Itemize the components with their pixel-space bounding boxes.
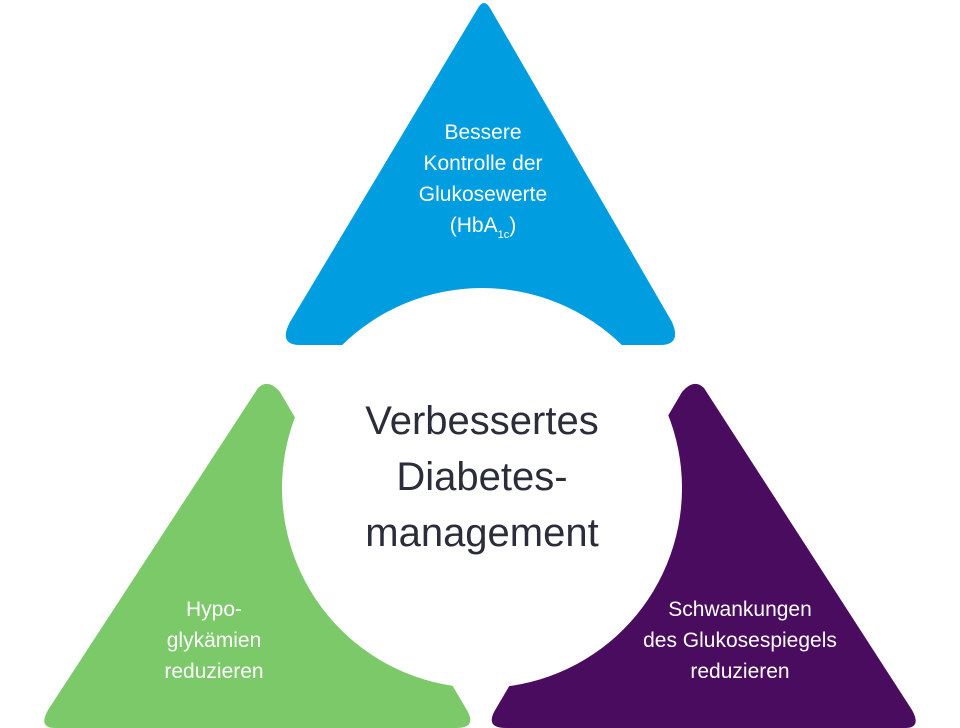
hba-subscript: 1c bbox=[497, 229, 510, 241]
top-triangle bbox=[285, 3, 676, 345]
left-triangle-label: Hypo- glykämien reduzieren bbox=[114, 594, 314, 687]
hba-suffix: ) bbox=[509, 214, 517, 237]
top-label-line-2: Kontrolle der bbox=[423, 152, 543, 175]
top-label-line-4: (HbA1c) bbox=[383, 210, 583, 251]
right-label-line-2: des Glukosespiegels bbox=[643, 629, 837, 652]
top-triangle-label: Bessere Kontrolle der Glukosewerte (HbA1… bbox=[383, 117, 583, 251]
top-label-line-1: Bessere bbox=[444, 121, 522, 144]
top-label-line-3: Glukosewerte bbox=[418, 183, 548, 206]
right-triangle-label: Schwankungen des Glukosespiegels reduzie… bbox=[620, 594, 860, 687]
right-label-line-1: Schwankungen bbox=[668, 598, 812, 621]
center-title-line-2: Diabetes- bbox=[396, 455, 568, 499]
left-label-line-2: glykämien bbox=[166, 629, 262, 652]
left-label-line-1: Hypo- bbox=[185, 598, 243, 621]
hba-prefix: (HbA bbox=[449, 214, 498, 237]
left-triangle bbox=[44, 383, 471, 728]
center-title: Verbessertes Diabetes- management bbox=[300, 393, 664, 561]
left-label-line-3: reduzieren bbox=[164, 660, 264, 683]
right-label-line-3: reduzieren bbox=[690, 660, 790, 683]
center-title-line-3: management bbox=[365, 511, 599, 555]
center-title-line-1: Verbessertes bbox=[365, 399, 599, 443]
right-triangle bbox=[491, 383, 916, 728]
